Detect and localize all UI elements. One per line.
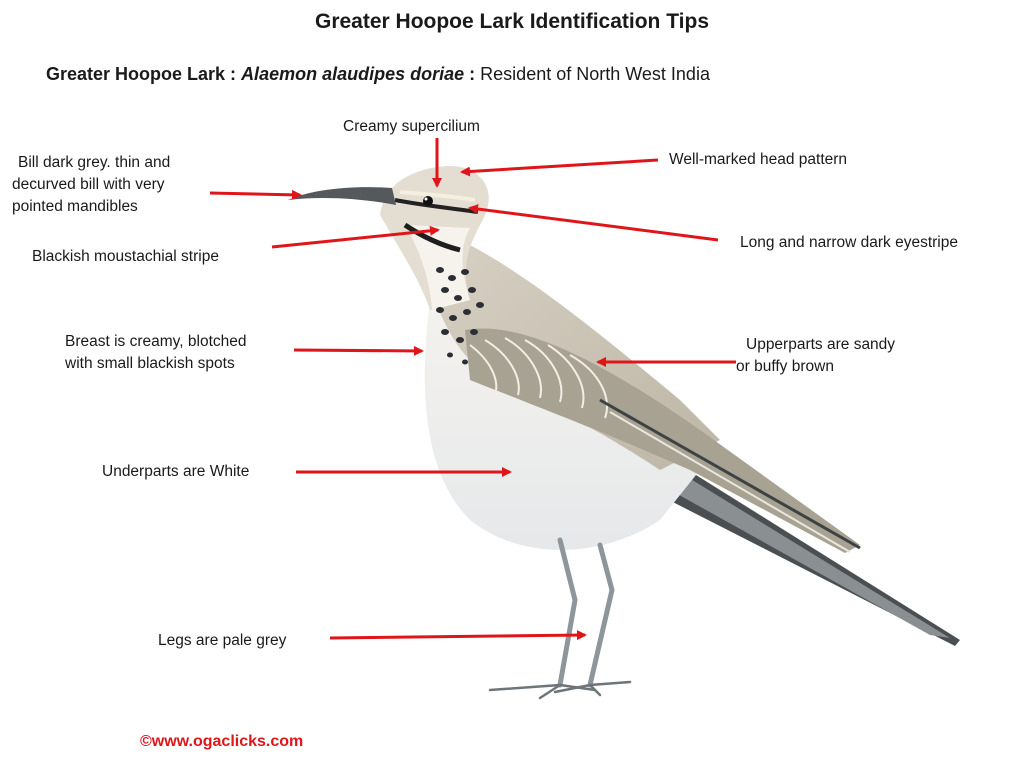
range-text: Resident of North West India [480,64,710,84]
breast-spots [436,267,484,365]
arrow-legs [329,630,587,641]
common-name: Greater Hoopoe Lark : [46,64,237,84]
label-bill-line-3: pointed mandibles [12,198,138,215]
legs [557,537,615,688]
label-head-pattern: Well-marked head pattern [669,151,848,168]
wing [465,328,860,553]
label-breast-line-2: with small blackish spots [65,355,235,372]
label-breast: Breast is creamy, blotched with small bl… [65,331,246,375]
subtitle-separator: : [469,64,476,84]
label-moustachial: Blackish moustachial stripe [32,248,219,265]
label-bill-line-1: Bill dark grey. thin and [18,154,171,171]
page-title: Greater Hoopoe Lark Identification Tips [314,10,710,33]
arrow-moustachial [271,225,440,249]
label-upperparts: Upperparts are sandy or buffy brown [736,334,895,378]
arrow-breast [293,345,424,356]
label-breast-line-1: Breast is creamy, blotched [65,333,247,350]
label-underparts: Underparts are White [102,463,250,480]
subtitle: Greater Hoopoe Lark : Alaemon alaudipes … [46,64,710,85]
label-upperparts-line-1: Upperparts are sandy [746,336,896,353]
label-creamy-supercilium: Creamy supercilium [343,118,480,135]
label-eyestripe: Long and narrow dark eyestripe [740,234,958,251]
arrow-eyestripe [468,204,719,242]
arrow-bill [209,189,302,200]
scientific-name: Alaemon alaudipes doriae [241,64,465,84]
label-upperparts-line-2: or buffy brown [736,358,834,375]
arrow-head-pattern [460,158,659,177]
label-legs: Legs are pale grey [158,632,287,649]
label-bill: Bill dark grey. thin and decurved bill w… [12,152,170,218]
website-credit: ©www.ogaclicks.com [140,733,304,750]
label-bill-line-2: decurved bill with very [12,176,165,193]
moustachial-stripe [403,222,461,253]
bill [288,187,396,205]
